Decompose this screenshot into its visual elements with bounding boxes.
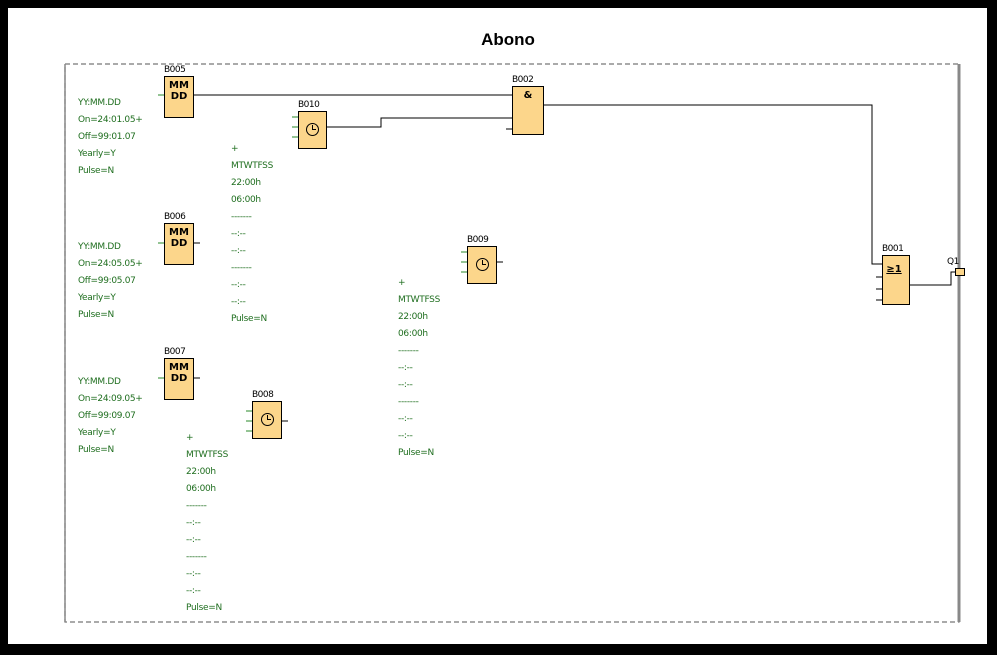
params-b010: + MTWTFSS 22:00h 06:00h ------- --:-- --… (231, 144, 274, 324)
block-label-b007: B007 (164, 347, 186, 357)
params-b006: YY:MM.DD On=24:05.05+ Off=99:05.07 Yearl… (78, 242, 143, 320)
params-b007: YY:MM.DD On=24:09.05+ Off=99:09.07 Yearl… (78, 377, 143, 455)
date-timer-icon-dd: DD (170, 373, 188, 384)
and-gate-icon: & (523, 90, 533, 101)
params-b008: + MTWTFSS 22:00h 06:00h ------- --:-- --… (186, 433, 229, 613)
block-b001[interactable]: ≥1 (882, 255, 910, 305)
params-b005: YY:MM.DD On=24:01.05+ Off=99:01.07 Yearl… (78, 98, 143, 176)
block-b002[interactable]: & (512, 86, 544, 135)
block-b010[interactable] (298, 111, 327, 149)
block-label-b005: B005 (164, 65, 186, 75)
params-b009: + MTWTFSS 22:00h 06:00h ------- --:-- --… (398, 278, 441, 458)
block-label-b008: B008 (252, 390, 274, 400)
block-label-b006: B006 (164, 212, 186, 222)
output-q1[interactable] (955, 268, 965, 276)
date-timer-icon: MM (169, 227, 189, 238)
block-label-b010: B010 (298, 100, 320, 110)
block-b008[interactable] (252, 401, 282, 439)
date-timer-icon-dd: DD (170, 238, 188, 249)
block-label-b002: B002 (512, 75, 534, 85)
block-b006[interactable]: MM DD (164, 223, 194, 265)
diagram-title: Abono (481, 30, 535, 49)
block-label-b001: B001 (882, 244, 904, 254)
date-timer-icon: MM (169, 362, 189, 373)
clock-icon (306, 123, 319, 136)
or-gate-icon: ≥1 (886, 264, 902, 275)
output-label-q1: Q1 (947, 257, 959, 267)
clock-icon (261, 413, 274, 426)
block-label-b009: B009 (467, 235, 489, 245)
clock-icon (476, 258, 489, 271)
block-b005[interactable]: MM DD (164, 76, 194, 118)
date-timer-icon: MM (169, 80, 189, 91)
block-b009[interactable] (467, 246, 497, 284)
block-b007[interactable]: MM DD (164, 358, 194, 400)
date-timer-icon-dd: DD (170, 91, 188, 102)
